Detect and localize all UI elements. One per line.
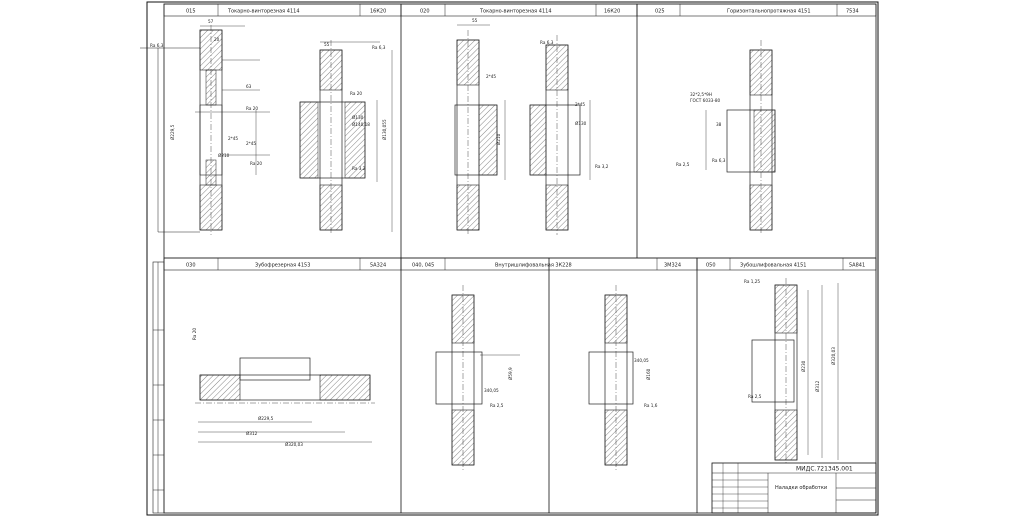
header-op-015: 015 Токарно-винторезная 4114 16К20: [163, 3, 402, 17]
dim-label: Ø312: [815, 380, 820, 392]
dim-label: Ra 20: [192, 328, 197, 340]
dim-label: 340,05: [634, 358, 649, 363]
op-name: Токарно-винторезная 4114: [479, 9, 552, 15]
dim-label: 2*45: [228, 136, 238, 141]
dim-label: 340,05: [484, 388, 499, 393]
dim-label: 2*45: [575, 102, 585, 107]
dim-label: Ra 6,3: [150, 43, 164, 48]
op-name: Зубошлифовальная 4151: [740, 263, 806, 269]
panel-op-020-part-b: Ra 6,3 2*45 Ø130 Ra 3,2: [529, 35, 609, 235]
dim-label: Ø160: [646, 368, 651, 380]
op-name: Токарно-винторезная 4114: [227, 9, 300, 15]
dim-label: Ra 2,5: [676, 162, 690, 167]
dim-label: Ø312: [246, 431, 258, 436]
op-name: Внутришлифовальная 3К228: [495, 263, 572, 269]
dim-label: Ra 1,6: [644, 403, 658, 408]
op-machine: 3М324: [664, 263, 681, 269]
document-code: МИДС.721345.001: [796, 466, 853, 473]
op-machine: 7534: [846, 9, 859, 15]
dim-label: Ra 20: [350, 91, 362, 96]
dim-label: Ra 2,5: [748, 394, 762, 399]
dim-label: Ø320,03: [285, 442, 303, 447]
dim-label: 2*45: [486, 74, 496, 79]
dim-label: Ø130: [352, 115, 364, 120]
panel-op-015-part-a: Ra 6,3 57 20 63 Ra 20 2*45 2*45 Ø210 Ra …: [140, 19, 270, 235]
op-machine: 5А324: [370, 263, 386, 269]
dim-label: Ra 6,3: [372, 45, 386, 50]
dim-label: 20: [214, 37, 220, 42]
dim-label: Ra 3,2: [352, 166, 366, 171]
op-number: 040, 045: [412, 263, 434, 269]
op-number: 030: [186, 263, 196, 269]
panel-op-020-part-a: 55 2*45 Ø210: [454, 18, 506, 235]
op-machine: 16К20: [604, 9, 620, 15]
panel-op-015-part-b: 55 Ra 6,3 Ra 20 Ø130 Ø140,18 Ra 3,2 Ø130…: [299, 40, 393, 235]
dim-label: ГОСТ 6033-80: [690, 98, 720, 103]
dim-label: Ø130: [575, 121, 587, 126]
dim-label: 38: [716, 122, 722, 127]
title-block: МИДС.721345.001 Наладки обработки: [711, 462, 877, 514]
dim-label: Ra 2,5: [490, 403, 504, 408]
op-number: 015: [186, 9, 196, 15]
panel-op-025: 32*2,5*9Н ГОСТ 6033-80 38 Ra 2,5 Ra 6,3: [676, 40, 776, 235]
dim-label: Ø140,18: [352, 122, 370, 127]
dim-label: Ø210: [496, 133, 501, 145]
dim-label: Ø229,5: [170, 124, 175, 140]
document-title: Наладки обработки: [775, 485, 827, 491]
dim-label: Ra 6,3: [540, 40, 554, 45]
dim-label: 55: [472, 18, 478, 23]
panel-op-050: Ra 1,25 Ø230 Ø312 Ø320,03 Ra 2,5: [744, 278, 839, 465]
dim-label: Ra 1,25: [744, 279, 760, 284]
dim-label: Ra 6,3: [712, 158, 726, 163]
header-op-030: 030 Зубофрезерная 4153 5А324: [163, 257, 402, 271]
dim-label: Ra 20: [250, 161, 262, 166]
op-name: Горизонтальнопротяжная 4151: [727, 9, 811, 15]
dim-label: 55: [324, 42, 330, 47]
dim-label: 32*2,5*9Н: [690, 92, 712, 97]
dim-label: Ø59,9: [508, 367, 513, 380]
op-machine: 5А841: [849, 263, 865, 269]
dim-label: 2*45: [246, 141, 256, 146]
sheet-frame: [146, 1, 879, 516]
dim-label: Ra 3,2: [595, 164, 609, 169]
dim-label: Ø130,055: [382, 119, 387, 140]
panel-op-030: Ø229,5 Ø312 Ø320,03 Ra 20: [192, 328, 375, 447]
left-side-strip: [152, 261, 165, 514]
dim-label: Ø229,5: [258, 416, 274, 421]
op-name: Зубофрезерная 4153: [255, 263, 310, 269]
dim-label: 57: [208, 19, 214, 24]
dim-label: Ø320,03: [831, 347, 836, 365]
header-op-050: 050 Зубошлифовальная 4151 5А841: [696, 257, 877, 271]
header-op-025: 025 Горизонтальнопротяжная 4151 7534: [636, 3, 877, 17]
dim-label: Ø210: [218, 153, 230, 158]
dim-label: Ø230: [801, 360, 806, 372]
dim-label: 63: [246, 84, 252, 89]
op-number: 025: [655, 9, 665, 15]
op-number: 020: [420, 9, 430, 15]
panel-op-040: 340,05 Ø59,9 Ra 2,5: [435, 285, 520, 470]
dim-label: Ra 20: [246, 106, 258, 111]
header-op-020: 020 Токарно-винторезная 4114 16К20: [400, 3, 638, 17]
panel-op-045: 340,05 Ø160 Ra 1,6: [588, 285, 658, 470]
op-machine: 16К20: [370, 9, 386, 15]
op-number: 050: [706, 263, 716, 269]
